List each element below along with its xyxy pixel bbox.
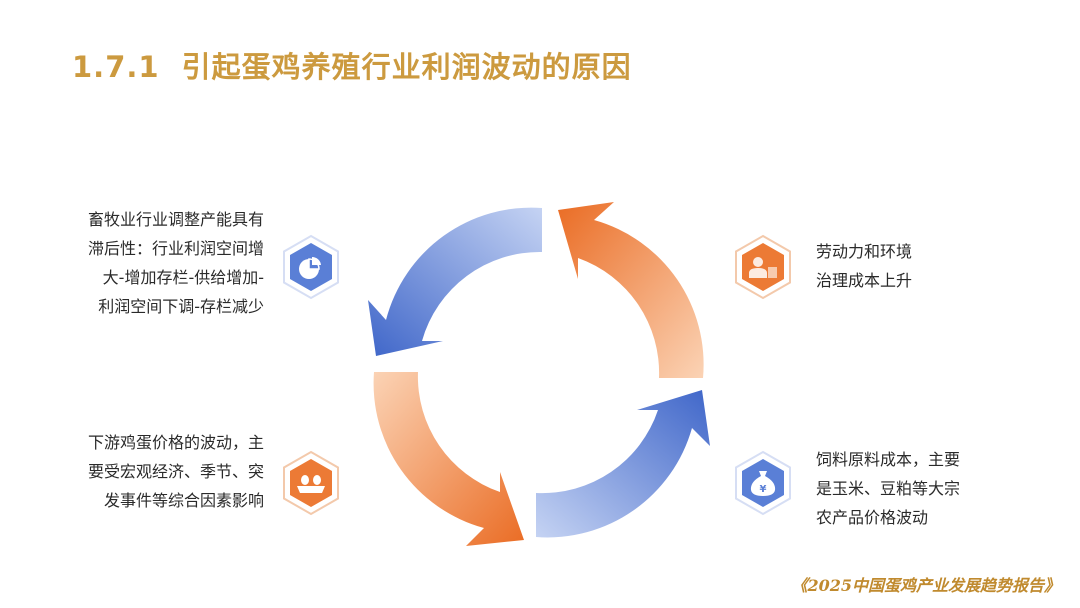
- source-footer: 《2025中国蛋鸡产业发展趋势报告》: [791, 576, 1060, 595]
- page-title: 1.7.1 引起蛋鸡养殖行业利润波动的原因: [72, 44, 632, 86]
- cycle-arrow-bottom-left: [373, 372, 524, 546]
- factor-text-feed-cost: 饲料原料成本，主要 是玉米、豆粕等大宗 农产品价格波动: [816, 450, 961, 527]
- factor-text-egg-price: 下游鸡蛋价格的波动，主 要受宏观经济、季节、突 发事件等综合因素影响: [87, 433, 264, 510]
- factor-text-labor-cost: 劳动力和环境 治理成本上升: [816, 242, 913, 290]
- cycle-arrow-top-right: [558, 202, 704, 378]
- section-number: 1.7.1: [72, 50, 160, 84]
- cycle-arrow-bottom-right: [536, 390, 710, 538]
- money-bag-icon: ¥: [735, 450, 791, 516]
- worker-icon: [735, 234, 791, 300]
- factor-text-capacity-lag: 畜牧业行业调整产能具有 滞后性：行业利润空间增 大-增加存栏-供给增加- 利润空…: [87, 210, 264, 316]
- cycle-diagram: [368, 202, 710, 546]
- eggs-icon: [283, 450, 339, 516]
- pie-chart-icon: [283, 234, 339, 300]
- section-title: 引起蛋鸡养殖行业利润波动的原因: [181, 50, 632, 84]
- cycle-arrow-top-left: [368, 207, 542, 356]
- svg-text:¥: ¥: [760, 484, 767, 495]
